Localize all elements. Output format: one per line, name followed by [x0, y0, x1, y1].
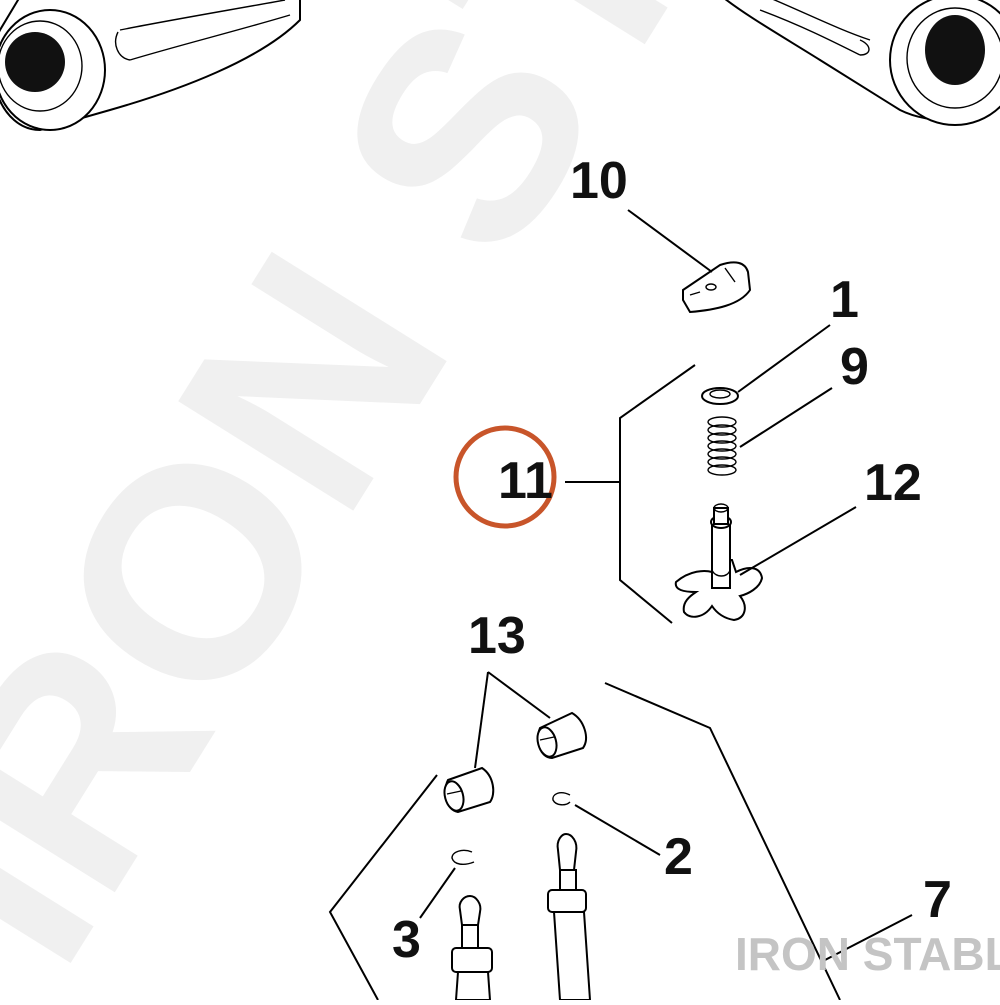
leader-1: [737, 324, 831, 393]
bracket-7b: [328, 774, 438, 1001]
leader-7: [824, 914, 913, 961]
part-13-cap-lower: [443, 766, 495, 814]
cable-end-left: [451, 894, 493, 1001]
leader-3: [419, 867, 456, 919]
part-2-clip: [552, 792, 571, 806]
leader-13a: [487, 671, 551, 719]
part-1-retaining-ring: [701, 387, 739, 405]
part-13-cap-upper: [536, 711, 587, 760]
leader-13b: [474, 671, 489, 769]
right-handlebar-grip: [724, 0, 1000, 126]
bracket-11: [619, 364, 696, 624]
callout-2: 2: [664, 828, 693, 886]
bracket-7a: [604, 682, 841, 1001]
callout-9: 9: [840, 338, 869, 396]
part-10-bracket: [682, 261, 752, 314]
brand-label: IRON STABLE: [735, 928, 1000, 980]
callout-11: 11: [498, 452, 553, 510]
leader-2: [574, 804, 661, 856]
leader-12: [739, 506, 857, 576]
part-12-star-knob: [674, 503, 764, 622]
callout-7: 7: [923, 871, 952, 929]
leader-10: [627, 209, 713, 273]
left-handlebar-grip: [0, 0, 301, 132]
callout-12: 12: [864, 454, 922, 512]
part-3-clip: [451, 849, 475, 866]
part-9-spring: [707, 416, 737, 476]
callout-13: 13: [468, 607, 526, 665]
cable-end-right: [547, 832, 592, 1001]
callout-10: 10: [570, 152, 628, 210]
callout-3: 3: [392, 911, 421, 969]
highlight-circle-11: [453, 425, 557, 529]
leader-9: [739, 387, 833, 448]
callout-1: 1: [830, 271, 859, 329]
